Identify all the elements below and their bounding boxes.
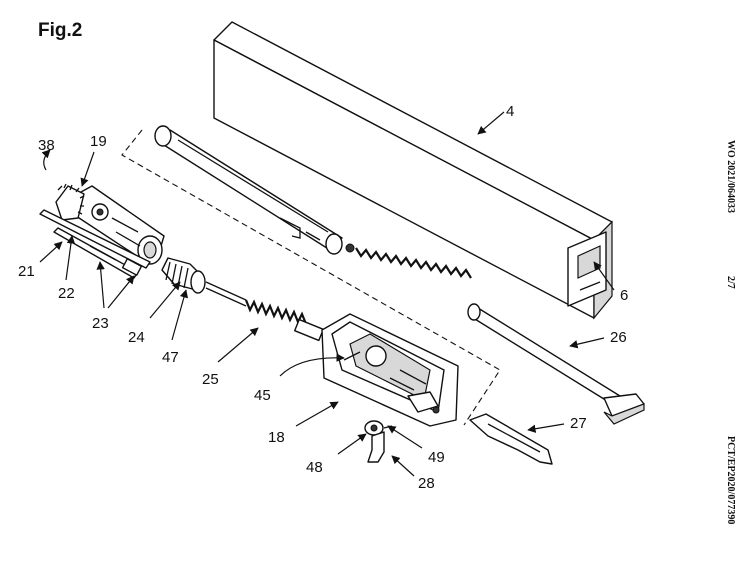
label-19: 19 bbox=[90, 133, 107, 150]
label-47: 47 bbox=[162, 349, 179, 366]
svg-text:PCT/EP2020/077390: PCT/EP2020/077390 bbox=[725, 436, 736, 524]
label-25: 25 bbox=[202, 371, 219, 388]
figure-title: Fig.2 bbox=[38, 20, 82, 41]
barrel-tube bbox=[154, 125, 343, 255]
guide-rod-spring bbox=[205, 281, 325, 342]
label-22: 22 bbox=[58, 285, 75, 302]
label-49: 49 bbox=[428, 449, 445, 466]
label-6: 6 bbox=[620, 287, 628, 304]
label-26: 26 bbox=[610, 329, 627, 346]
label-4: 4 bbox=[506, 103, 514, 120]
label-21: 21 bbox=[18, 263, 35, 280]
leader-arrows bbox=[39, 111, 615, 477]
bolt-carrier bbox=[55, 183, 165, 265]
side-text-mid: 2/7 bbox=[725, 276, 736, 289]
trigger-lever bbox=[469, 413, 553, 465]
label-28: 28 bbox=[418, 475, 435, 492]
side-text-bottom: PCT/EP2020/077390 bbox=[725, 436, 736, 524]
label-27: 27 bbox=[570, 415, 587, 432]
housing-rail bbox=[213, 21, 613, 320]
hammer-pin bbox=[364, 420, 393, 463]
label-48: 48 bbox=[306, 459, 323, 476]
svg-text:2/7: 2/7 bbox=[725, 276, 736, 289]
charging-rod bbox=[467, 303, 645, 425]
label-24: 24 bbox=[128, 329, 145, 346]
trigger-housing bbox=[321, 313, 459, 427]
label-38: 38 bbox=[38, 137, 55, 154]
label-45: 45 bbox=[254, 387, 271, 404]
threaded-bushing bbox=[161, 257, 206, 294]
recoil-spring bbox=[345, 243, 472, 279]
label-23: 23 bbox=[92, 315, 109, 332]
label-18: 18 bbox=[268, 429, 285, 446]
svg-text:WO 2021/064033: WO 2021/064033 bbox=[725, 140, 736, 213]
side-text-top: WO 2021/064033 bbox=[725, 140, 736, 213]
